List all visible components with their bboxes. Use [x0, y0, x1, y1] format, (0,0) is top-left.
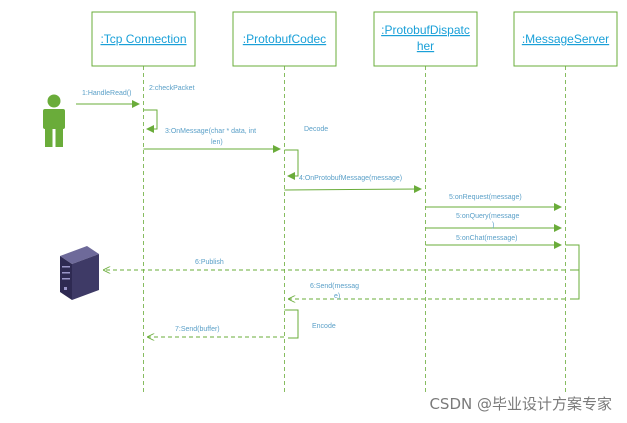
watermark: CSDN @毕业设计方案专家 — [429, 395, 612, 413]
message-label-5c: 5:onChat(message) — [456, 235, 517, 242]
self-call-checkpacket — [143, 109, 158, 133]
lifeline-title-server: :MessageServer — [522, 32, 609, 46]
message-label-6a: 6:Publish — [195, 259, 224, 266]
server-activation-publish — [565, 244, 580, 271]
message-label-4: 4:OnProtobufMessage(message) — [299, 175, 402, 182]
message-label-6b-line1: 6:Send(messag — [310, 283, 359, 290]
lifeline-dispatcher: :ProtobufDispatc her — [373, 11, 478, 67]
self-call-encode — [284, 309, 299, 339]
message-arrow-4 — [284, 185, 422, 194]
message-label-6b-line2: e) — [334, 293, 340, 300]
server-activation — [565, 244, 580, 300]
lifeline-server: :MessageServer — [513, 11, 618, 67]
lifeline-title-codec: :ProtobufCodec — [243, 32, 326, 46]
message-label-2: 2:checkPacket — [149, 85, 195, 92]
lifeline-tcp: :Tcp Connection — [91, 11, 196, 67]
message-label-5b-line2: ) — [492, 222, 494, 229]
server-icon — [60, 246, 99, 300]
message-label-3-line1: 3:OnMessage(char * data, int — [165, 128, 256, 135]
lifeline-codec: :ProtobufCodec — [232, 11, 337, 67]
person-icon — [43, 94, 65, 147]
lifeline-title-tcp: :Tcp Connection — [100, 32, 186, 46]
note-decode: Decode — [304, 126, 328, 133]
message-label-5b-line1: 5:onQuery(message — [456, 213, 520, 220]
message-label-3-line2: len) — [211, 139, 223, 146]
message-label-5a: 5:onRequest(message) — [449, 194, 522, 201]
self-call-decode — [284, 149, 299, 180]
lifeline-title-dispatcher-2: her — [417, 39, 434, 53]
note-encode: Encode — [312, 323, 336, 330]
message-label-1: 1:HandleRead() — [82, 90, 131, 97]
message-label-7: 7:Send(buffer) — [175, 326, 220, 333]
lifeline-title-dispatcher-1: :ProtobufDispatc — [381, 23, 470, 37]
